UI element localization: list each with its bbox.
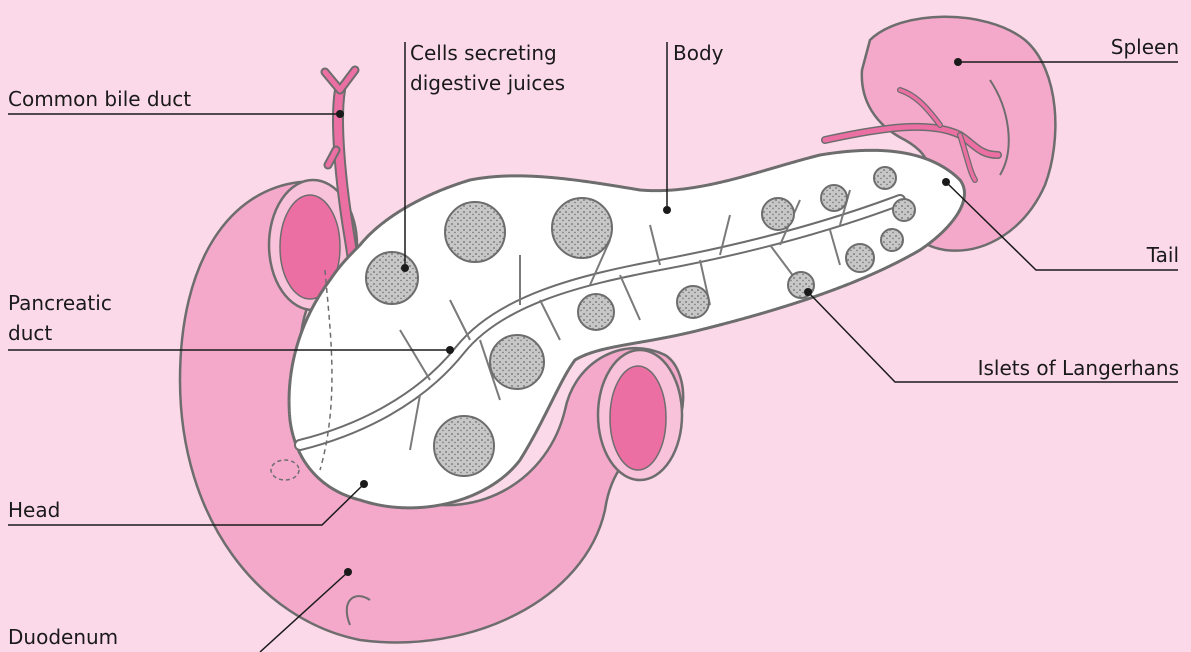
label-duodenum: Duodenum xyxy=(8,624,118,650)
label-head: Head xyxy=(8,497,60,523)
label-pancreatic-duct-line1: Pancreatic xyxy=(8,290,112,316)
label-spleen: Spleen xyxy=(1111,34,1179,60)
label-common-bile-duct: Common bile duct xyxy=(8,86,191,112)
label-islets: Islets of Langerhans xyxy=(978,355,1179,381)
label-pancreatic-duct-line2: duct xyxy=(8,320,52,346)
label-cells-secreting-line1: Cells secreting xyxy=(410,40,557,66)
label-cells-secreting-line2: digestive juices xyxy=(410,70,565,96)
label-tail: Tail xyxy=(1147,242,1179,268)
label-body: Body xyxy=(673,40,724,66)
